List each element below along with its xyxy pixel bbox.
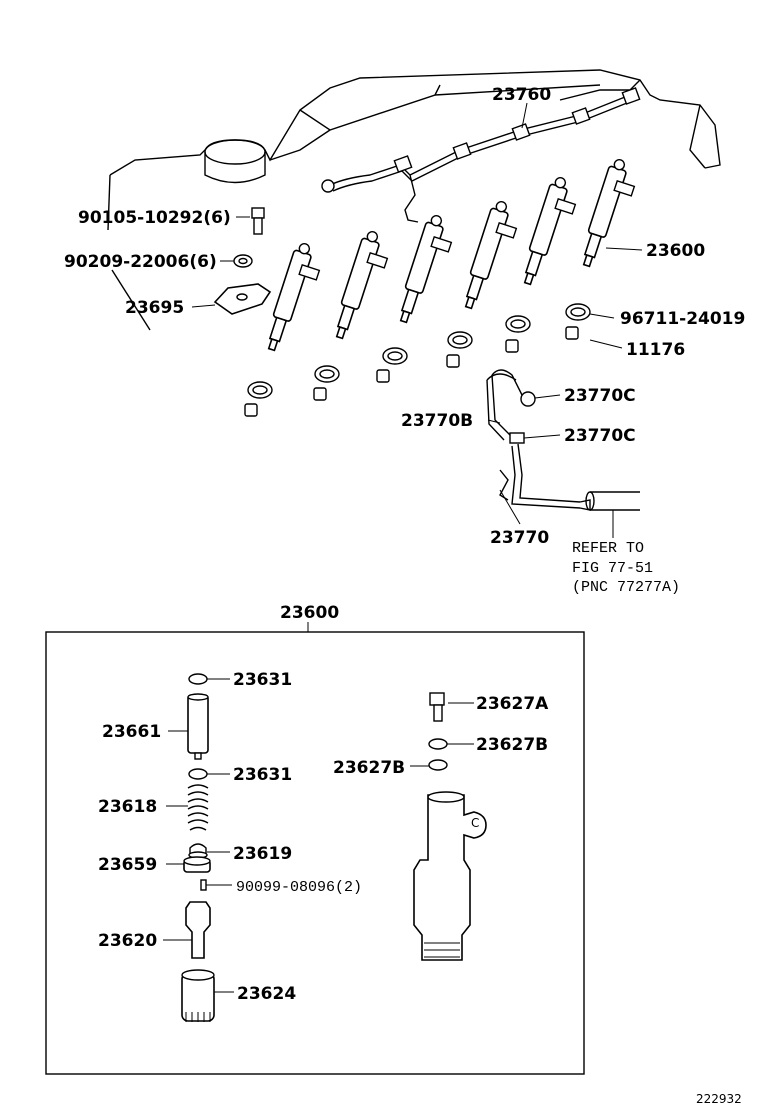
injector-row: [267, 158, 636, 352]
injector-6: [582, 158, 636, 268]
label-retaining-nut: 23624: [237, 984, 296, 1004]
engine-head-outline: [107, 69, 721, 331]
callout-washer: 90209-22006(6): [64, 252, 217, 272]
label-pin: 90099-08096(2): [236, 879, 362, 896]
exploded-parts: C: [181, 673, 487, 1022]
fuel-injection-pipe: [321, 87, 641, 223]
refer-line-2: FIG 77-51: [572, 560, 653, 577]
injector-3: [399, 214, 453, 324]
clamp-hardware: [213, 207, 272, 315]
injector-5: [523, 176, 577, 286]
callout-fuel-line: 23760: [492, 85, 551, 105]
callout-clamp: 23695: [125, 298, 184, 318]
callout-return-pipe: 23770: [490, 528, 549, 548]
callout-gasket: 96711-24019: [620, 309, 745, 329]
callout-injector: 23600: [646, 241, 705, 261]
leader-lines-detail: [163, 678, 474, 993]
label-union-bolt: 23627A: [476, 694, 549, 714]
inlet-mark: C: [471, 816, 479, 830]
detail-title: 23600: [280, 603, 339, 623]
label-spring-seat: 23619: [233, 844, 292, 864]
label-gasket-a: 23627B: [476, 735, 548, 755]
leader-lines-top: [191, 102, 643, 538]
injector-2: [335, 230, 389, 340]
callout-seat: 11176: [626, 340, 685, 360]
label-shim-mid: 23631: [233, 765, 292, 785]
callout-bolt: 90105-10292(6): [78, 208, 231, 228]
label-pressure-pin: 23661: [102, 722, 161, 742]
callout-clip-upper: 23770C: [564, 386, 636, 406]
callout-hose: 23770B: [401, 411, 473, 431]
label-gasket-b: 23627B: [333, 758, 405, 778]
injector-4: [464, 200, 518, 310]
gaskets-and-seats: [244, 303, 591, 417]
refer-line-1: REFER TO: [572, 540, 644, 557]
label-nozzle: 23620: [98, 931, 157, 951]
return-hose-assembly: [486, 369, 640, 511]
label-shim-top: 23631: [233, 670, 292, 690]
refer-line-3: (PNC 77277A): [572, 579, 680, 596]
injector-1: [267, 242, 321, 352]
detail-box: 23600: [45, 603, 585, 1075]
figure-number: 222932: [696, 1092, 742, 1106]
label-distance-piece: 23659: [98, 855, 157, 875]
callout-clip-lower: 23770C: [564, 426, 636, 446]
label-spring: 23618: [98, 797, 157, 817]
